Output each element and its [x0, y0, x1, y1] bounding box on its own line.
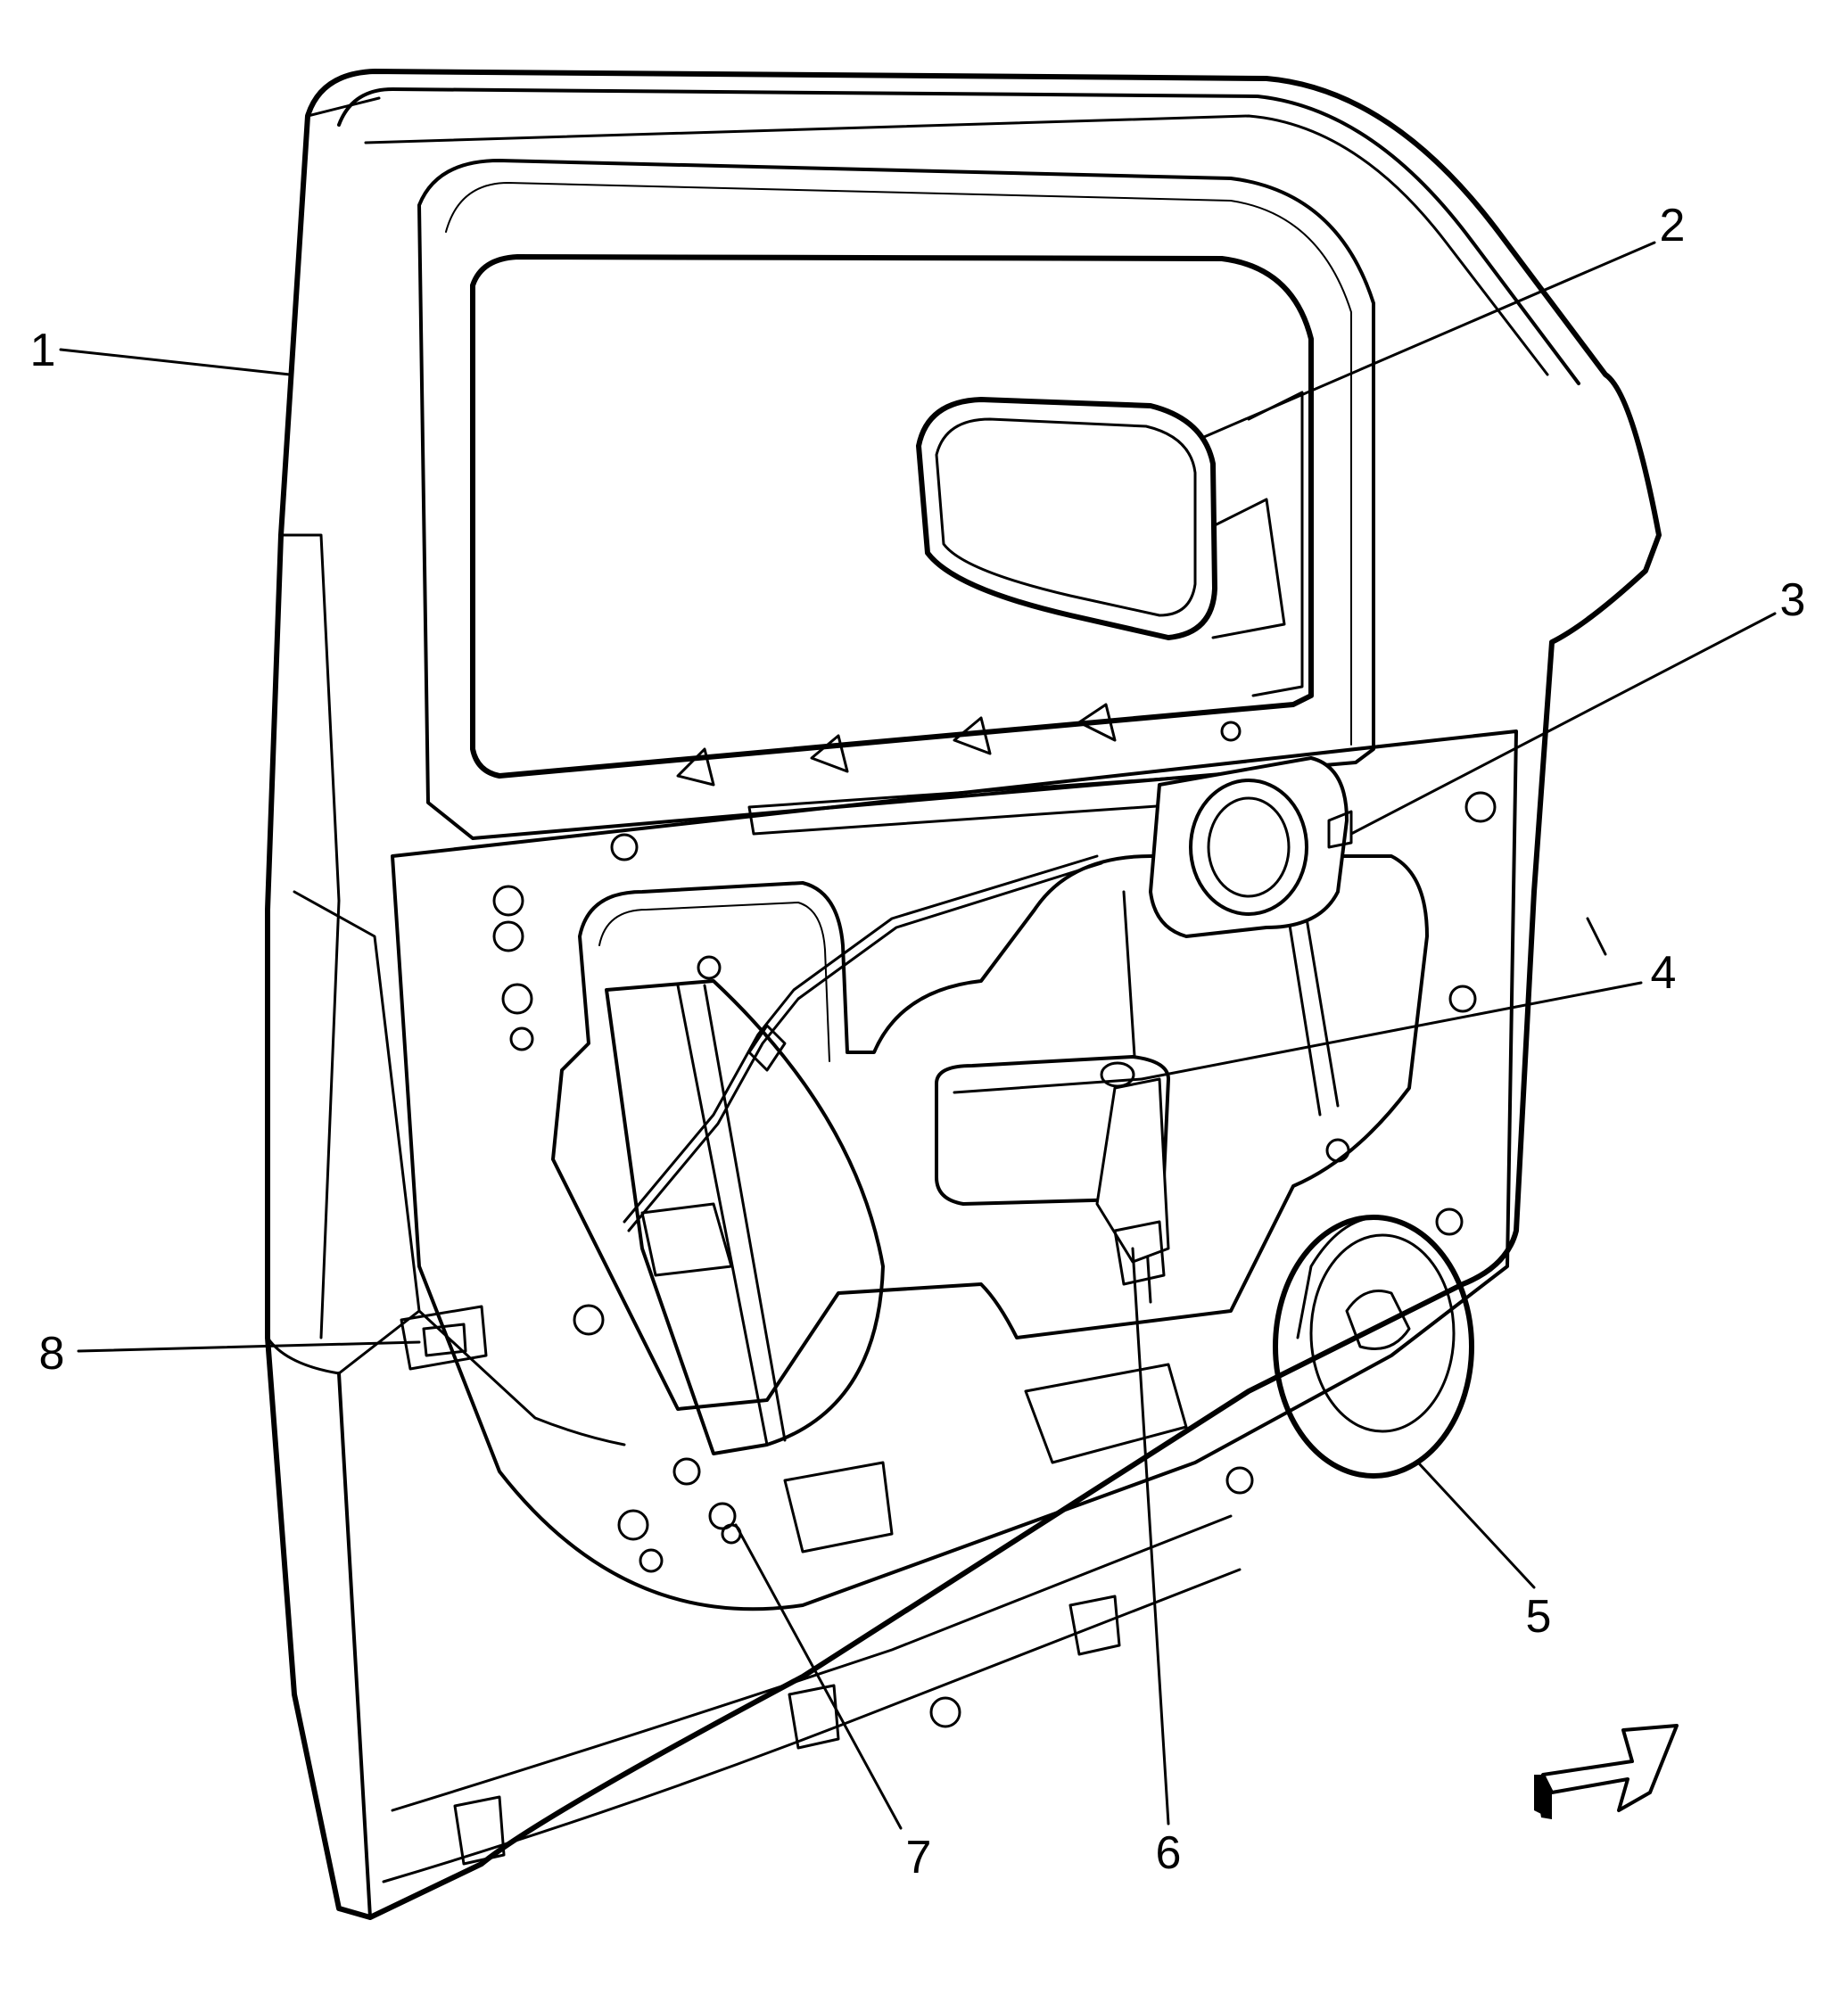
door-speaker [1149, 756, 1353, 938]
callout-4: 4 [1651, 947, 1677, 999]
callout-3: 3 [1780, 574, 1806, 626]
window-frame [417, 159, 1375, 840]
fasteners [492, 721, 1497, 1728]
callout-6: 6 [1156, 1827, 1182, 1879]
callout-8: 8 [39, 1328, 65, 1380]
callout-1: 1 [30, 325, 56, 376]
leader-lines [59, 241, 1777, 1830]
lower-speaker [1273, 1215, 1474, 1479]
wiring-harness [623, 854, 1103, 1232]
callout-7: 7 [906, 1832, 932, 1883]
callout-2: 2 [1660, 200, 1686, 251]
lower-clips [453, 1595, 1121, 1866]
callout-5: 5 [1526, 1591, 1552, 1643]
side-mirror [916, 397, 1286, 640]
inside-handle-lock [935, 1055, 1170, 1286]
door-shell [265, 69, 1662, 1920]
door-latch [400, 1305, 488, 1371]
front-direction-arrow-icon [1534, 1724, 1679, 1819]
window-regulator [605, 890, 1340, 1455]
